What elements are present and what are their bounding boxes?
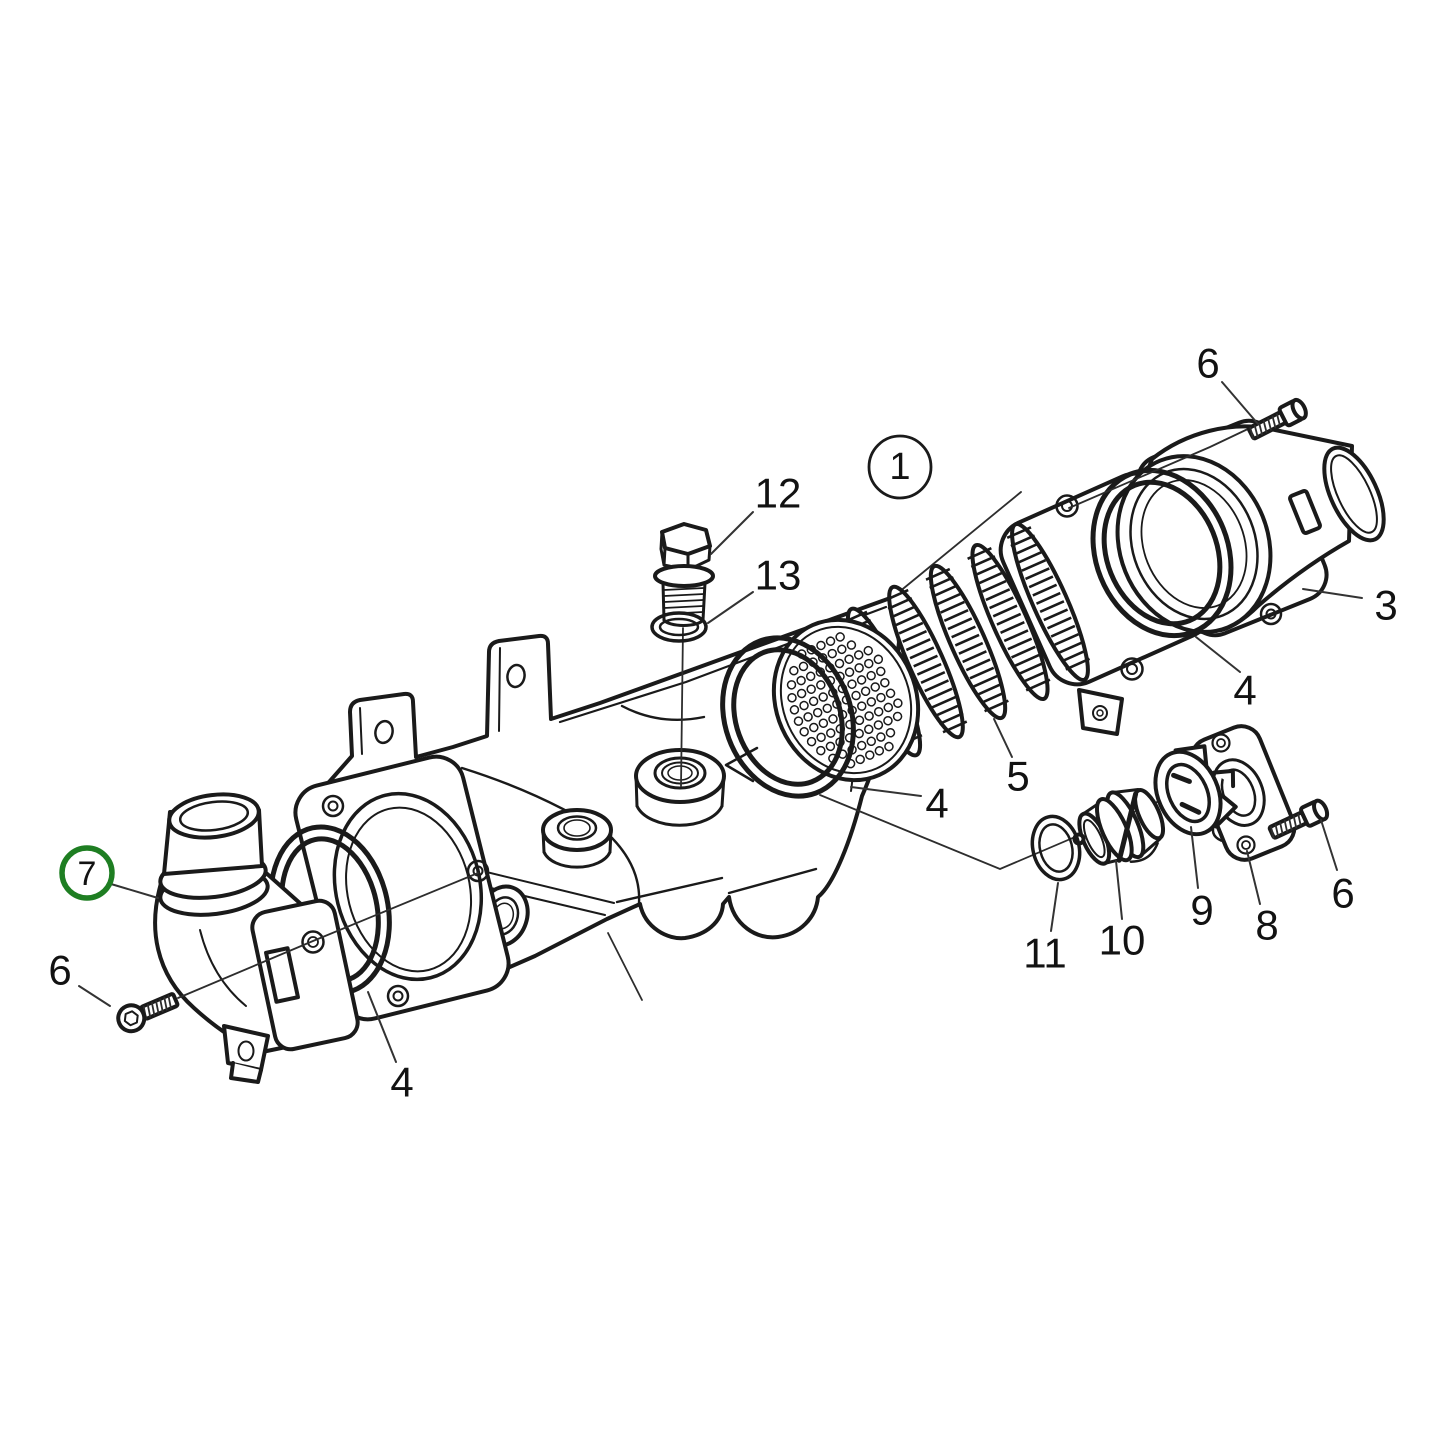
end-cap-drawing (1115, 418, 1386, 638)
callout-label-4-cap: 4 (1233, 667, 1256, 714)
plug-oring-drawing (650, 611, 708, 643)
callout-label-1: 1 (889, 446, 910, 488)
callout-7: 7 (59, 845, 115, 901)
leader-lines (78, 381, 1363, 1063)
housing-front-flange (293, 754, 511, 1022)
callout-label-13: 13 (755, 552, 802, 599)
callout-circle-7-highlight (59, 845, 115, 901)
main-housing-drawing (293, 595, 901, 1022)
callout-label-8: 8 (1255, 902, 1278, 949)
core-band (925, 563, 1009, 721)
cover-bolt-drawing (1267, 798, 1330, 840)
core-band (967, 542, 1051, 702)
plug-axis-line (680, 627, 684, 787)
core-front-face (771, 617, 921, 783)
callout-label-7: 7 (78, 855, 97, 893)
thermostat-retainer-drawing (1153, 744, 1238, 837)
callout-circle-1 (867, 434, 933, 500)
callout-label-11: 11 (1023, 930, 1067, 977)
callout-label-6-left: 6 (48, 947, 71, 994)
elbow-bolt-axis-line (177, 872, 479, 999)
callout-1: 1 (867, 434, 933, 500)
cap-bolt-axis-line (1068, 427, 1251, 509)
callout-label-9: 9 (1190, 887, 1213, 934)
callout-label-4-core: 4 (925, 780, 948, 827)
housing-leader-line (607, 932, 643, 1001)
callout-label-5: 5 (1006, 753, 1029, 800)
callout-label-6-right: 6 (1331, 870, 1354, 917)
inlet-elbow-drawing (153, 792, 360, 1084)
end-cap-oring-drawing (1090, 467, 1234, 639)
thermostat-drawing (1077, 788, 1166, 866)
callout-label-3: 3 (1374, 582, 1397, 629)
thermostat-oring-drawing (1030, 814, 1082, 882)
callout-label-6-top: 6 (1196, 340, 1219, 387)
drain-plug-drawing (653, 522, 715, 627)
core-guide-line (892, 491, 1022, 598)
callout-label-12: 12 (755, 470, 802, 517)
callout-label-10: 10 (1099, 917, 1146, 964)
housing-top-port (541, 808, 613, 869)
elbow-bolt-drawing (116, 992, 180, 1034)
end-cap-bolt-drawing (1247, 397, 1308, 441)
core-oring-drawing (720, 635, 856, 799)
housing-plug-port (634, 748, 726, 827)
core-band (1006, 522, 1091, 682)
callout-label-4-elbow: 4 (390, 1059, 413, 1106)
